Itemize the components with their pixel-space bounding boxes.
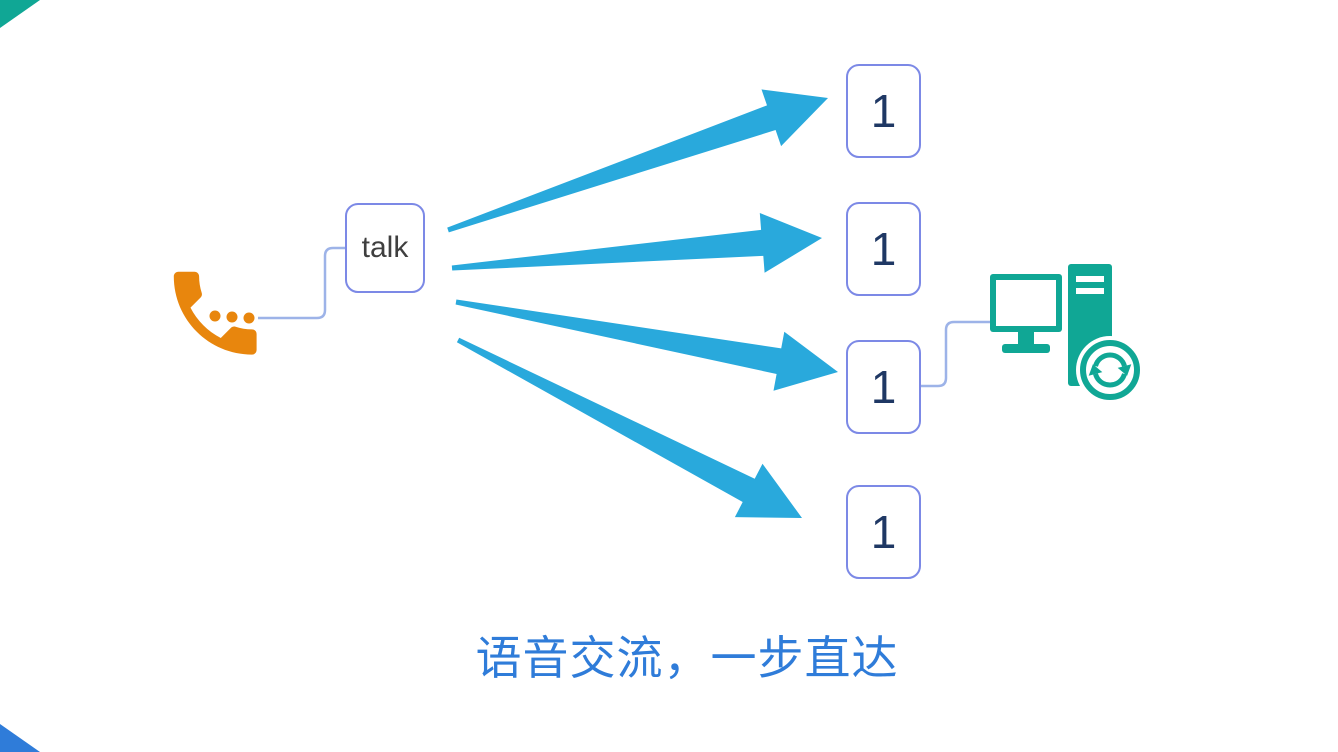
target-node-3: 1 <box>846 340 921 434</box>
tower-slot-2 <box>1076 288 1104 294</box>
arrow-to-target-4 <box>456 337 802 518</box>
target-node-4: 1 <box>846 485 921 579</box>
target-node-4-label: 1 <box>870 506 897 558</box>
telephone-handset <box>173 271 257 355</box>
sound-dot-2 <box>226 311 238 323</box>
computer-connector-line <box>921 320 990 388</box>
sound-dot-3 <box>243 312 255 324</box>
sync-arrowhead-left <box>1088 364 1103 376</box>
sync-icon <box>1076 336 1144 404</box>
corner-accent-top-left <box>0 0 40 28</box>
sync-arrowhead-right <box>1117 364 1132 376</box>
talk-node-label: talk <box>361 231 409 264</box>
target-node-2-label: 1 <box>870 223 897 275</box>
sync-arc-bottom <box>1093 373 1127 388</box>
arrow-to-target-1 <box>447 89 828 233</box>
monitor-screen <box>996 280 1056 326</box>
fan-arrows <box>447 89 838 518</box>
caption: 语音交流，一步直达 <box>475 632 899 684</box>
monitor-neck <box>1018 332 1034 344</box>
sound-dot-1 <box>209 310 221 322</box>
tower-slot-1 <box>1076 276 1104 282</box>
target-node-1: 1 <box>846 64 921 158</box>
arrow-to-target-3 <box>455 299 838 391</box>
talk-node: talk <box>345 203 425 293</box>
sync-badge-ring <box>1080 340 1140 400</box>
target-node-1-label: 1 <box>870 85 897 137</box>
target-node-2: 1 <box>846 202 921 296</box>
sync-arc-top <box>1093 352 1127 367</box>
corner-accent-bottom-left <box>0 724 40 752</box>
target-node-3-label: 1 <box>870 361 897 413</box>
arrow-to-target-2 <box>451 213 822 273</box>
telephone-icon <box>173 271 257 355</box>
monitor-base <box>1002 344 1050 353</box>
phone-connector-line <box>258 246 345 320</box>
computer-icon <box>990 264 1144 404</box>
